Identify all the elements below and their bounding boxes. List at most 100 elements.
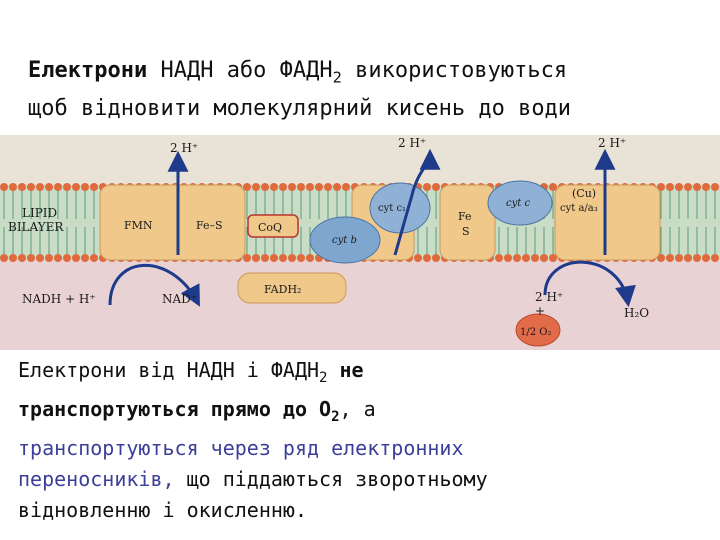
body-line-4: переносників, що піддаються зворотньому [18,464,708,495]
label-2h-1: 2 H⁺ [170,141,198,155]
body-line-1: Електрони від НАДН і ФАДН2 не [18,355,708,394]
label-nad: NAD⁺ [162,292,197,306]
label-half-o2: 1/2 O₂ [520,327,551,338]
lipid-head [36,183,44,191]
lipid-head [27,254,35,262]
lipid-head [675,254,683,262]
lipid-head [18,254,26,262]
complex-ii [237,272,347,304]
lipid-head [324,183,332,191]
lipid-head [297,183,305,191]
label-plus: + [535,304,545,318]
lipid-head [288,254,296,262]
cyt-b-oval [309,216,381,264]
title-line-2: щоб відновити молекулярний кисень до вод… [28,96,572,122]
lipid-head [279,183,287,191]
oxygen-oval [515,313,561,347]
lipid-head [90,254,98,262]
lipid-head [279,254,287,262]
lipid-head [657,183,665,191]
lipid-head [315,183,323,191]
lipid-head [243,183,251,191]
label-bilayer: BILAYER [8,220,64,234]
label-s: S [462,225,470,238]
lipid-head [495,254,503,262]
body-line-5: відновленню і окисленню. [18,498,307,522]
lipid-head [711,254,719,262]
lipid-head [522,254,530,262]
lipid-head [288,183,296,191]
lipid-head [252,183,260,191]
label-fes: Fe–S [196,219,223,232]
title-bold-word: Електрони [28,58,148,83]
lipid-head [81,254,89,262]
label-cyt-c1: cyt c₁ [378,203,406,214]
lipid-head [243,254,251,262]
arrow-complex-iii-proton [393,148,441,256]
lipid-head [261,254,269,262]
lipid-head [549,183,557,191]
lipid-head [423,183,431,191]
lipid-head [54,183,62,191]
lipid-head [297,254,305,262]
label-h2o: H₂O [624,306,649,320]
lipid-head [9,254,17,262]
arrow-oxygen [543,260,636,308]
label-fmn: FMN [124,219,153,232]
body-line-3: транспортуються через ряд електронних [18,436,464,460]
body-line-2-sub: 2 [331,409,340,425]
lipid-head [540,254,548,262]
lipid-head [666,254,674,262]
label-cyt-b: cyt b [332,235,357,246]
label-cyt-aa3: cyt a/a₃ [560,203,598,214]
lipid-head [9,183,17,191]
lipid-head [36,254,44,262]
label-lipid: LIPID [22,206,57,220]
lipid-head [693,183,701,191]
lipid-head [711,183,719,191]
lipid-head [54,254,62,262]
lipid-head [90,183,98,191]
lipid-head [675,183,683,191]
complex-iv [554,184,661,261]
lipid-head [342,183,350,191]
body-line-2-end: , а [339,397,376,421]
lipid-head [306,183,314,191]
lipid-head [684,254,692,262]
lipid-head [270,183,278,191]
lipid-head [549,254,557,262]
lipid-head [0,183,8,191]
body-line-1-text: Електрони від НАДН і ФАДН [18,358,320,382]
lipid-head [72,183,80,191]
lipid-head [531,254,539,262]
label-nadh: NADH + H⁺ [22,292,96,306]
lipid-head [666,183,674,191]
title-text-end: використовуються [341,58,568,83]
lipid-head [513,254,521,262]
lipid-head [261,183,269,191]
lipid-head [81,183,89,191]
lipid-head [432,183,440,191]
label-cyt-c: cyt c [506,198,530,209]
lipid-head [414,254,422,262]
lipid-head [693,254,701,262]
title-text: НАДН або ФАДН [147,58,333,83]
label-2h-4: 2 H⁺ [535,290,563,304]
coq-box [247,214,299,238]
body-line-1-sub: 2 [319,370,328,386]
complex-i [99,184,246,261]
lipid-head [333,183,341,191]
lipid-head [306,254,314,262]
lipid-head [18,183,26,191]
electron-transport-diagram: 2 H⁺ 2 H⁺ 2 H⁺ LIPID BILAYER FMN Fe–S Co… [0,135,720,350]
label-cu: (Cu) [572,187,596,200]
lipid-head [684,183,692,191]
body-line-2: транспортуються прямо до О2, а [18,394,708,433]
label-fadh2: FADH₂ [264,283,301,296]
lipid-head [252,254,260,262]
label-coq: CoQ [258,221,282,234]
body-line-4-blue: переносників, [18,467,175,491]
lipid-head [702,183,710,191]
arrow-nadh [108,263,200,307]
lipid-head [270,254,278,262]
